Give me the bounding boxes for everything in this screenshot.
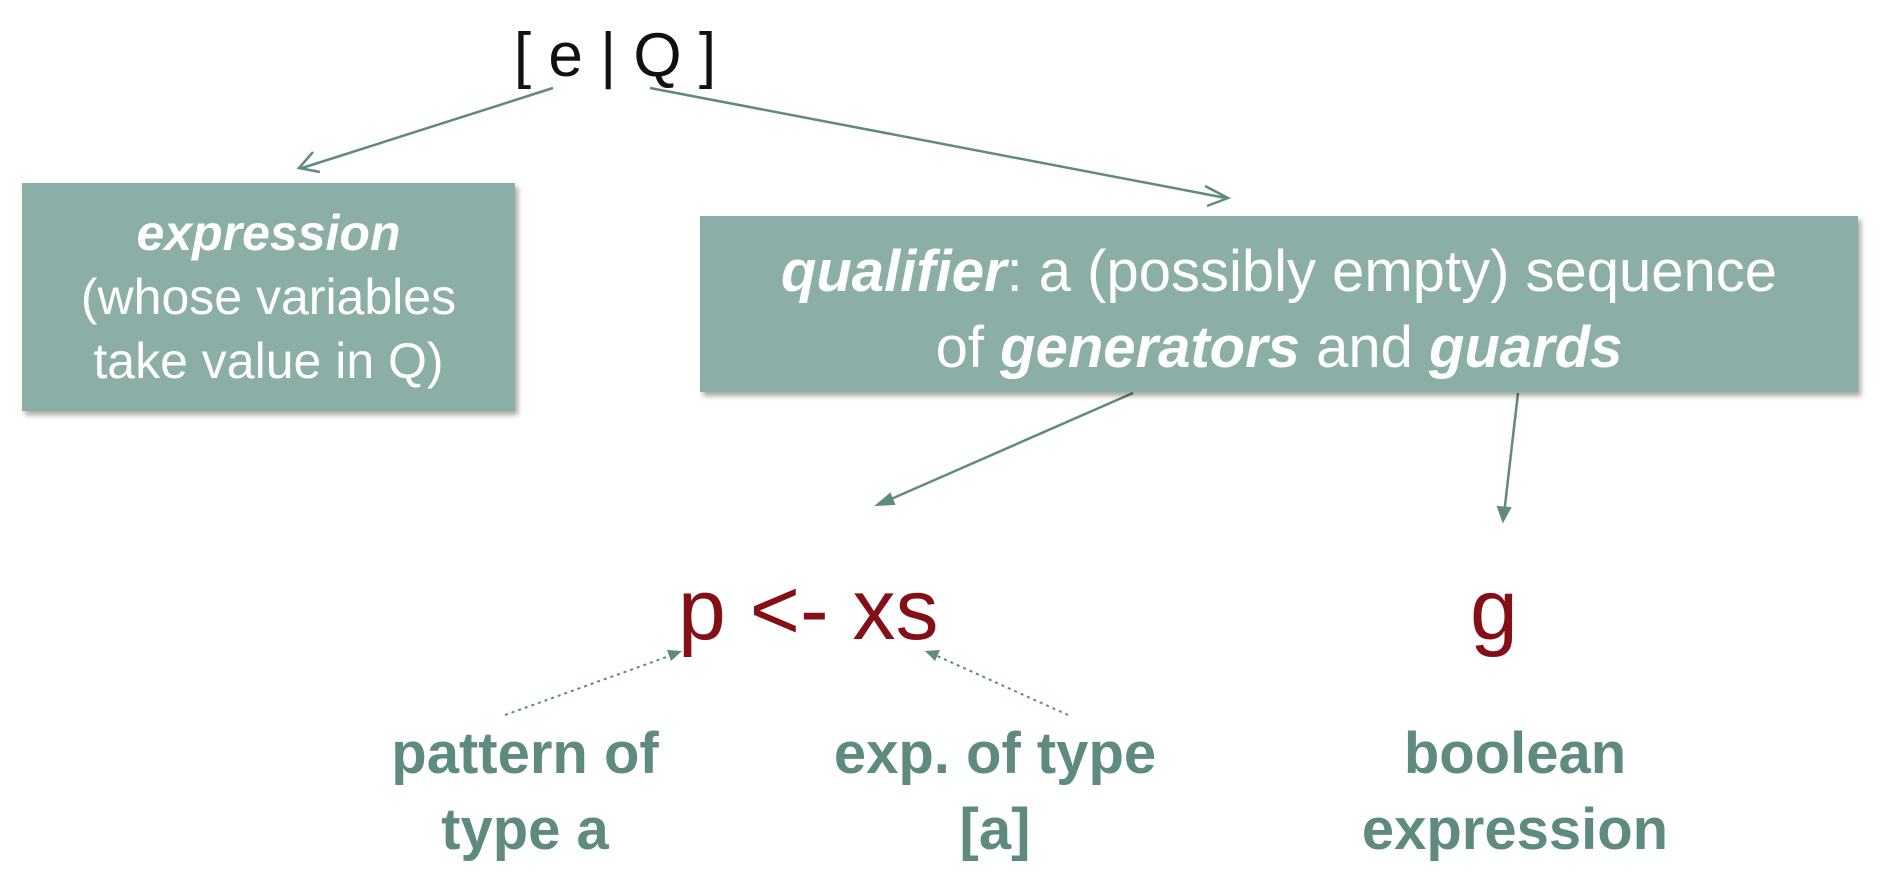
boolean-note-line-1: boolean bbox=[1403, 721, 1627, 786]
dotted-arrowhead-exp bbox=[925, 650, 940, 661]
generators-term: generators bbox=[1000, 315, 1300, 380]
expression-type-note: exp. of type [a] bbox=[800, 716, 1190, 868]
arrowhead-expression bbox=[296, 151, 321, 174]
dotted-arrowhead-pattern bbox=[667, 650, 682, 661]
qualifier-and-text: and bbox=[1299, 315, 1429, 380]
expression-description-line-2: take value in Q) bbox=[93, 333, 444, 389]
dotted-arrow-pattern bbox=[504, 654, 673, 716]
expression-box: expression (whose variables take value i… bbox=[22, 183, 515, 411]
pattern-note: pattern of type a bbox=[340, 716, 710, 868]
arrowhead-qualifier bbox=[1204, 184, 1232, 208]
qualifier-box: qualifier: a (possibly empty) sequence o… bbox=[700, 216, 1858, 392]
generator-code: p <- xs bbox=[678, 562, 939, 658]
arrow-formula-to-expression bbox=[301, 86, 554, 170]
qualifier-line-1: qualifier: a (possibly empty) sequence bbox=[700, 234, 1858, 310]
arrow-formula-to-qualifier bbox=[649, 86, 1227, 200]
pattern-note-line-2: type a bbox=[441, 797, 609, 862]
expression-term: expression bbox=[136, 205, 401, 261]
arrowhead-guard bbox=[1496, 505, 1512, 524]
qualifier-term: qualifier bbox=[780, 239, 1007, 304]
qualifier-description: : a (possibly empty) sequence bbox=[1006, 239, 1778, 304]
guards-term: guards bbox=[1428, 315, 1623, 380]
comprehension-formula: [ e | Q ] bbox=[513, 21, 717, 90]
guard-code: g bbox=[1470, 562, 1518, 658]
arrow-qualifier-to-guard bbox=[1502, 392, 1520, 515]
dotted-arrow-exp bbox=[934, 654, 1069, 716]
arrowhead-generator bbox=[874, 492, 896, 507]
qualifier-line-2: of generators and guards bbox=[700, 310, 1858, 386]
expression-description-line-1: (whose variables bbox=[80, 269, 457, 325]
boolean-note: boolean expression bbox=[1305, 716, 1725, 868]
arrow-qualifier-to-generator bbox=[881, 391, 1134, 505]
expression-type-note-line-2: [a] bbox=[959, 797, 1031, 862]
qualifier-of-text: of bbox=[935, 315, 1001, 380]
pattern-note-line-1: pattern of bbox=[391, 721, 659, 786]
expression-type-note-line-1: exp. of type bbox=[833, 721, 1157, 786]
boolean-note-line-2: expression bbox=[1361, 797, 1669, 862]
